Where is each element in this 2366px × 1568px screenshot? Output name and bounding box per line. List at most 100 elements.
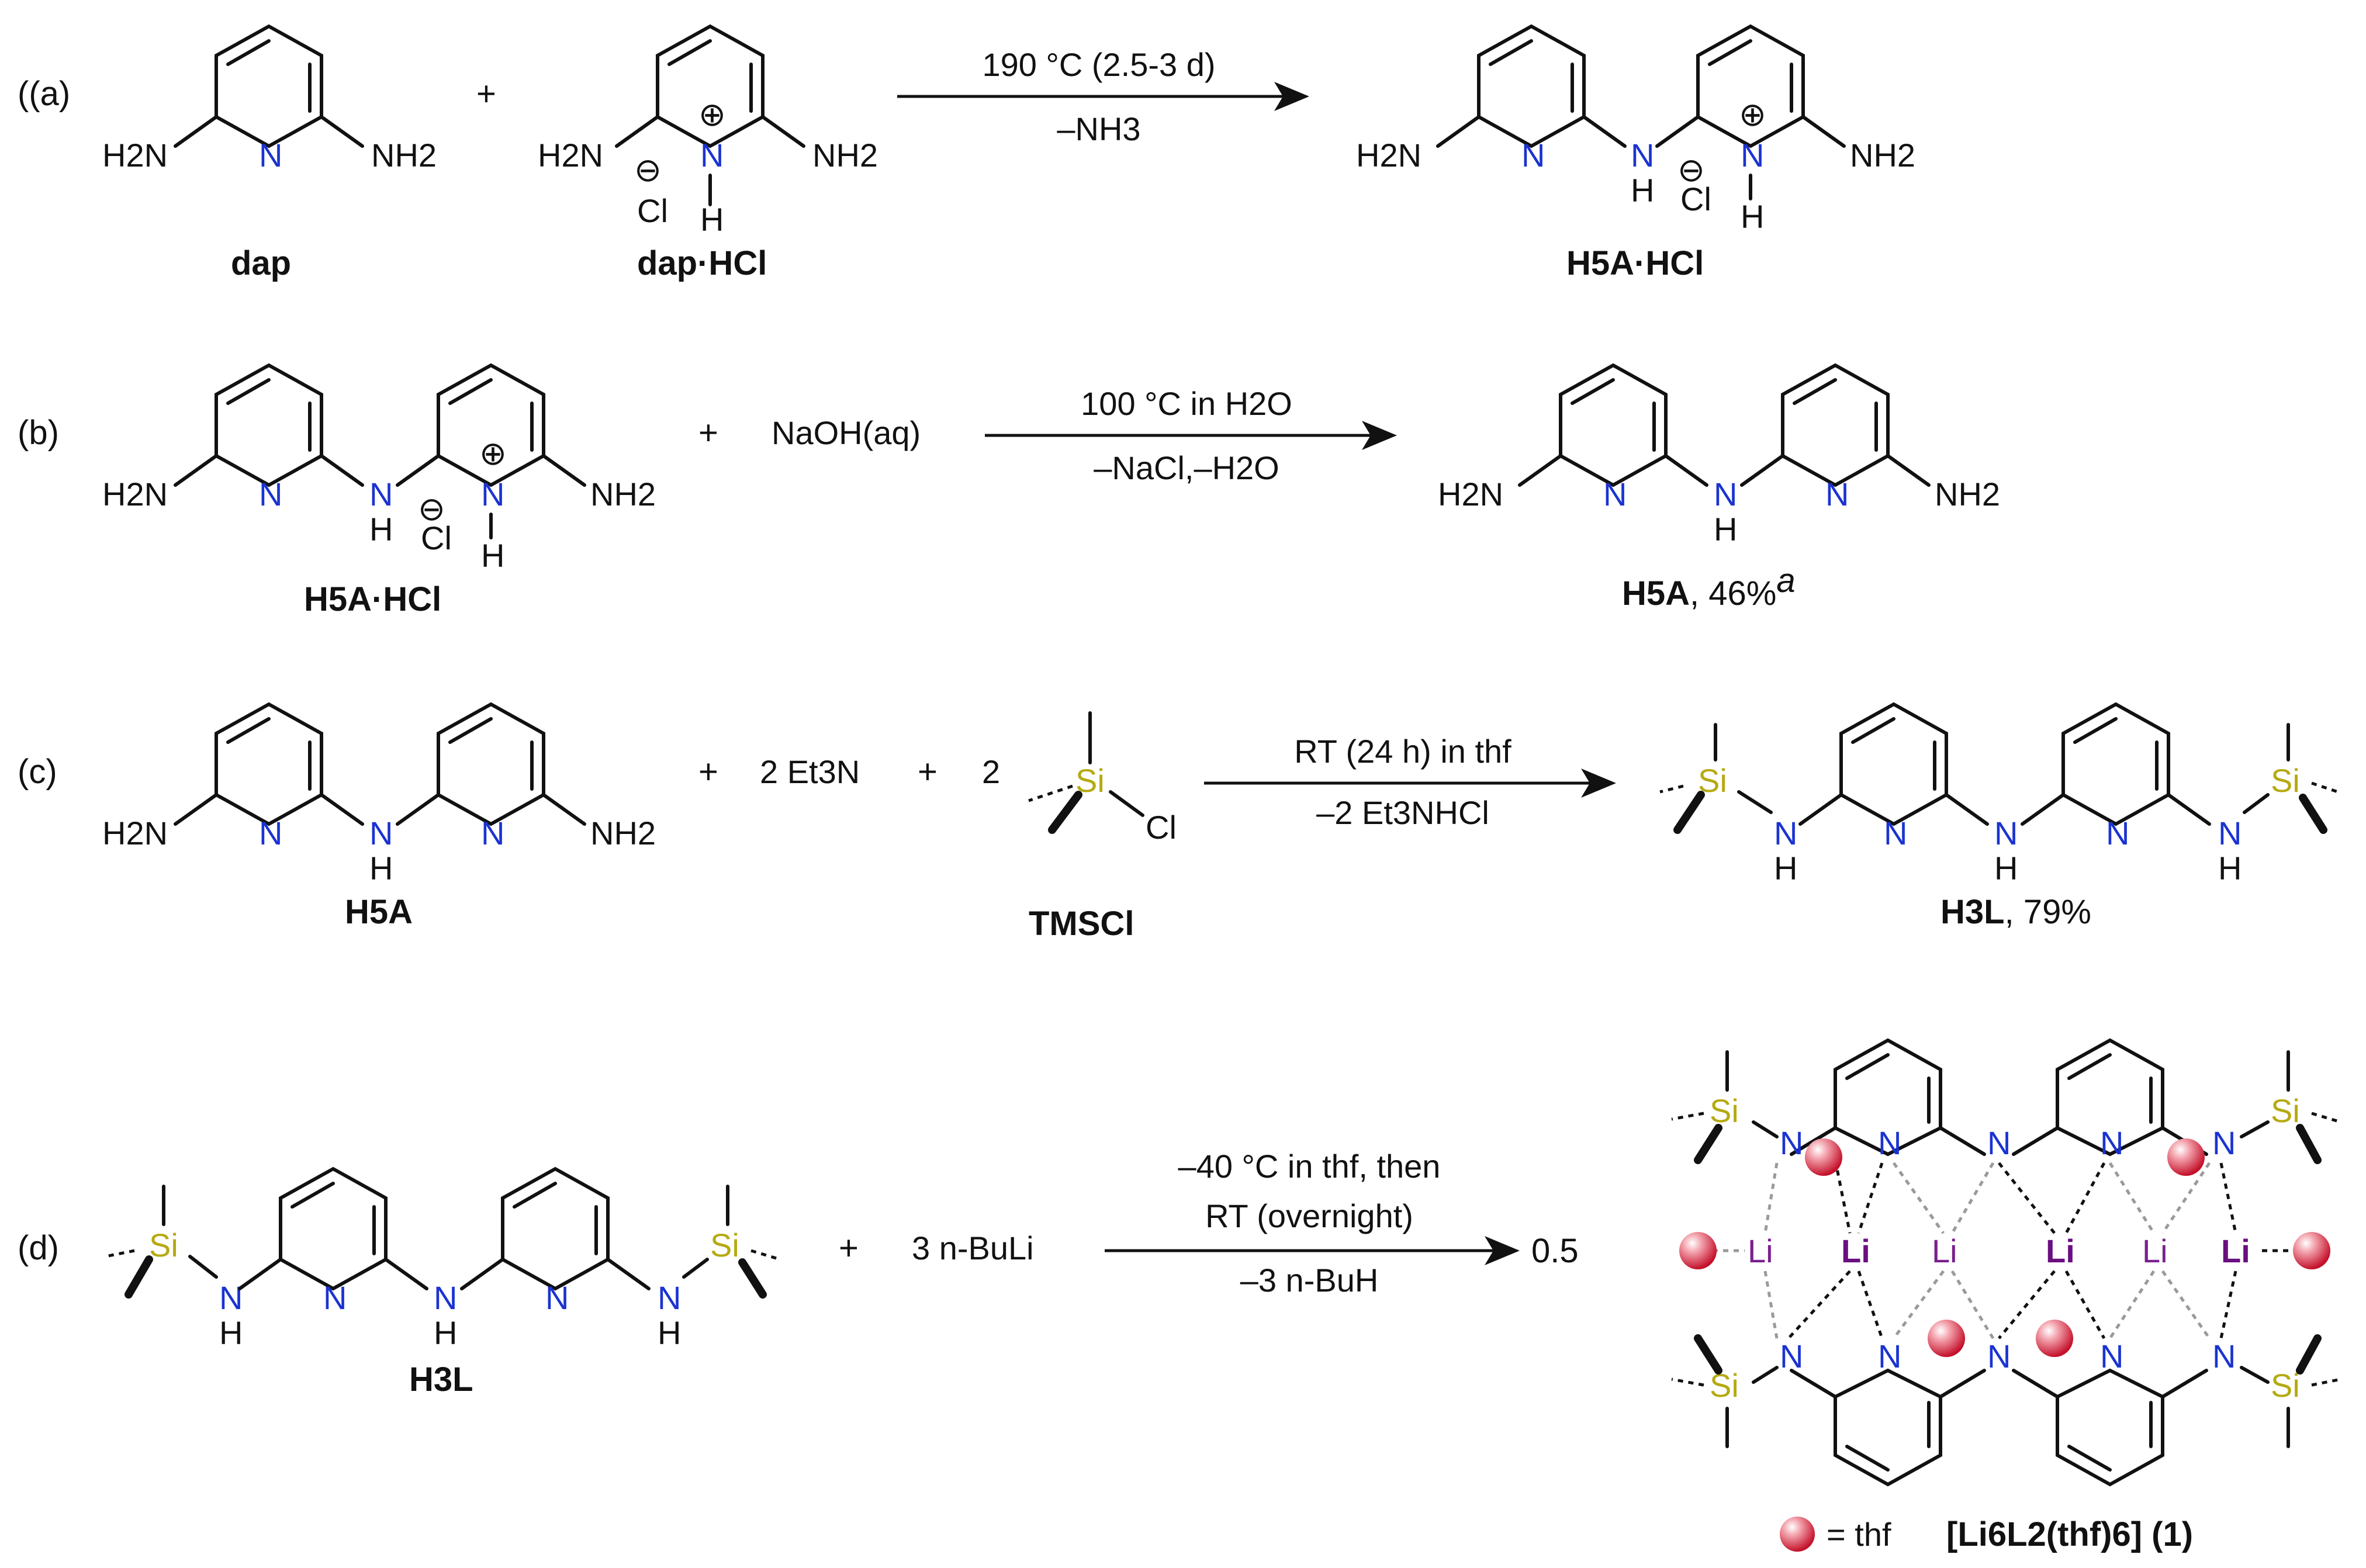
daphcl-cl: Cl [637,192,668,229]
b-n1: N [259,476,282,513]
li-6: Li [2221,1233,2250,1269]
c-n2: N [369,815,393,852]
pc-h1: H [1774,850,1797,887]
h5a-hcl-reactant-structure: H2N N N H N ⊕ ⊖ Cl H NH2 [102,363,656,574]
naoh: NaOH(aq) [772,414,921,451]
b-lig-n5: N [2212,1338,2236,1375]
cond-b-bottom: –NaCl,–H2O [1094,449,1279,486]
t-n5: N [2212,1124,2236,1161]
d-h3: H [658,1314,681,1351]
h5a-name-b: H5A, 46%a [1622,562,1796,612]
h3l-name-c: H3L, 79% [1940,893,2091,931]
pb-h2n: H2N [1438,476,1503,513]
b-si2: Si [2271,1367,2300,1404]
cond-c-bottom: –2 Et3NHCl [1316,794,1489,831]
p-a-h2n: H2N [1356,137,1421,174]
li-2: Li [1841,1233,1870,1269]
dap-hcl-name: dap·HCl [637,244,767,282]
pc-n3: N [1994,815,2018,852]
step-c: (c) H2N N N H N NH2 H5A + 2 Et3N + 2 [18,702,2339,943]
p-a-n3: N [1741,137,1764,174]
b-n2: N [369,476,393,513]
thf-sphere-6 [2036,1320,2073,1357]
c-n1: N [259,815,282,852]
d-n4: N [545,1279,569,1316]
d-n2: N [323,1279,347,1316]
step-d-label: (d) [18,1229,59,1267]
dap-hcl-structure: H2N N ⊕ NH2 ⊖ Cl H [538,24,878,238]
dap-n: N [259,137,282,174]
d-n5: N [658,1279,681,1316]
cond-c-top: RT (24 h) in thf [1294,733,1511,770]
coef-0-5: 0.5 [1531,1232,1579,1270]
plus-c1: + [698,753,718,791]
b-h2: H [481,537,504,574]
t-n2: N [1878,1124,1901,1161]
d-si1: Si [149,1227,178,1264]
thf-legend-text: = thf [1827,1516,1891,1553]
pc-n5: N [2218,815,2242,852]
plus-b: + [698,414,718,452]
d-n1: N [219,1279,243,1316]
pb-n2: N [1714,476,1737,513]
h5a-hcl-name-a: H5A·HCl [1566,244,1704,282]
d-si2: Si [710,1227,739,1264]
step-d: (d) Si N H N N H N N H Si [18,1038,2341,1553]
h3l-product-structure: Si N H N N H N N H Si [1659,702,2339,887]
li-4: Li [2046,1233,2075,1269]
h3l-name-d: H3L [409,1361,473,1399]
li-5: Li [2142,1233,2168,1269]
li6-product-name: [Li6L2(thf)6] (1) [1946,1515,2193,1553]
thf-sphere-5 [1928,1320,1965,1357]
p-a-cl: Cl [1680,181,1711,217]
cond-a-top: 190 °C (2.5-3 d) [982,46,1215,83]
step-a-label: ((a) [18,75,70,113]
tms-si: Si [1075,762,1105,799]
li-3: Li [1932,1233,1957,1269]
dap-h2n: H2N [102,137,168,174]
t-si1: Si [1710,1092,1739,1129]
plus-d: + [839,1229,859,1267]
step-a-label-text: (a) [29,75,70,113]
tmscl-structure: Si Cl [1028,711,1177,846]
pc-si1: Si [1698,762,1727,799]
nbuli: 3 n-BuLi [912,1230,1034,1266]
step-b: (b) H2N N N H N ⊕ ⊖ Cl H NH2 H5A·HCl + N… [18,363,2000,618]
d-n3: N [434,1279,457,1316]
b-lig-n3: N [1987,1338,2011,1375]
p-a-plus: ⊕ [1739,96,1766,133]
t-n1: N [1780,1124,1803,1161]
thf-legend-sphere [1780,1517,1815,1552]
pb-h: H [1714,511,1737,548]
b-cl: Cl [421,520,452,556]
h5a-hcl-product-structure: H2N N N H N ⊕ ⊖ Cl H NH2 [1356,24,1915,235]
daphcl-h2n: H2N [538,137,603,174]
b-minus: ⊖ [418,490,445,527]
c-h2n: H2N [102,815,168,852]
thf-sphere-3 [1679,1232,1717,1269]
pc-n2: N [1884,815,1907,852]
pb-nh2: NH2 [1935,476,2000,513]
daphcl-plus: ⊕ [698,96,726,133]
daphcl-nh2: NH2 [812,137,878,174]
p-a-n2: N [1631,137,1654,174]
li6-complex-structure: N N N N N Si Si Li Li Li Li Li Li [1671,1038,2341,1487]
li-1: Li [1748,1233,1773,1269]
step-b-label: (b) [18,414,59,452]
h5a-reactant-structure: H2N N N H N NH2 [102,702,656,887]
b-lig-n4: N [2100,1338,2123,1375]
pc-h3: H [2218,850,2242,887]
h5a-product-structure: H2N N N H N NH2 [1438,363,2000,548]
b-lig-n2: N [1878,1338,1901,1375]
p-a-n1: N [1521,137,1545,174]
p-a-h1: H [1631,172,1654,209]
tms-cl: Cl [1146,809,1177,846]
tmscl-name: TMSCl [1029,905,1134,943]
b-plus: ⊕ [479,435,507,472]
dap-structure: H2N N NH2 [102,24,437,174]
b-h2n: H2N [102,476,168,513]
dap-name: dap [231,244,291,282]
pc-n4: N [2106,815,2129,852]
thf-sphere-2 [2167,1138,2205,1176]
